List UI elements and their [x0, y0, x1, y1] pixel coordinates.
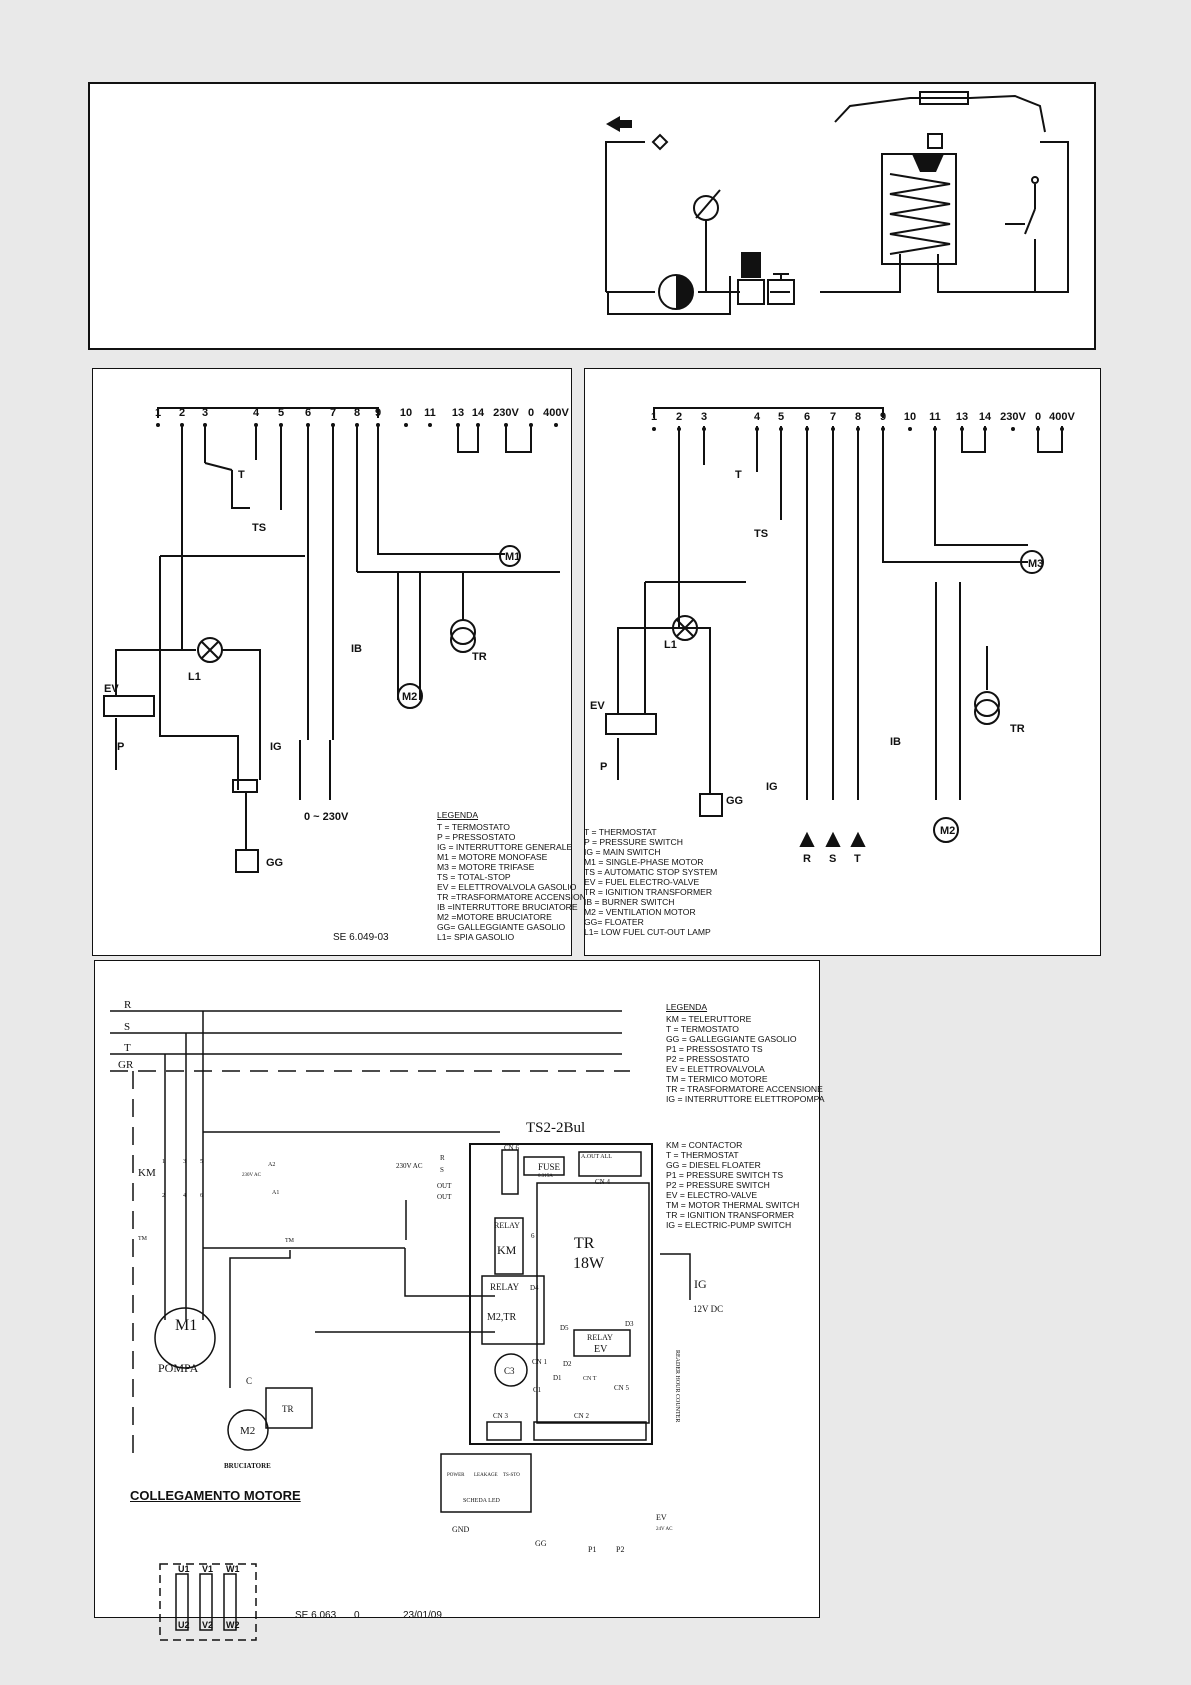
- hydraulic-schematic: [605, 91, 1069, 315]
- w2-label: W2: [226, 1620, 240, 1630]
- diagram-date: 23/01/09: [403, 1610, 442, 1621]
- legend-item: M3 = MOTORE TRIFASE: [437, 862, 535, 872]
- legend-item: IG = MAIN SWITCH: [584, 847, 661, 857]
- legend-item: M1 = SINGLE-PHASE MOTOR: [584, 857, 704, 867]
- diagram-code-bottom: SE 6.063: [295, 1610, 337, 1621]
- legend-item: TR = IGNITION TRANSFORMER: [584, 887, 713, 897]
- legend-title: LEGENDA: [666, 1002, 708, 1012]
- legend-item: EV = ELECTRO-VALVE: [666, 1190, 758, 1200]
- legend-item: L1= SPIA GASOLIO: [437, 932, 515, 942]
- legend-item: EV = ELETTROVALVOLA: [666, 1064, 765, 1074]
- legend-item: P1 = PRESSOSTATO TS: [666, 1044, 763, 1054]
- legend-item: TM = TERMICO MOTORE: [666, 1074, 768, 1084]
- legend-item: IG = ELECTRIC-PUMP SWITCH: [666, 1220, 792, 1230]
- legend-item: TR =TRASFORMATORE ACCENSIONE: [437, 892, 592, 902]
- legend-item: M2 =MOTORE BRUCIATORE: [437, 912, 552, 922]
- legend-item: P2 = PRESSOSTATO: [666, 1054, 750, 1064]
- legend-item: T = THERMOSTAT: [584, 827, 657, 837]
- legend-item: T = TERMOSTATO: [666, 1024, 739, 1034]
- legend-item: GG= FLOATER: [584, 917, 644, 927]
- diagram-code-left: SE 6.049-03: [333, 932, 389, 943]
- legend-item: T = THERMOSTAT: [666, 1150, 739, 1160]
- motor-connection-title: COLLEGAMENTO MOTORE: [130, 1488, 301, 1503]
- diagram-revision: 0: [354, 1610, 360, 1621]
- legend-item: GG= GALLEGGIANTE GASOLIO: [437, 922, 566, 932]
- v2-label: V2: [202, 1620, 213, 1630]
- u2-label: U2: [178, 1620, 190, 1630]
- legend-item: L1= LOW FUEL CUT-OUT LAMP: [584, 927, 711, 937]
- legend-item: IB = BURNER SWITCH: [584, 897, 675, 907]
- legend-item: TR = TRASFORMATORE ACCENSIONE: [666, 1084, 823, 1094]
- legend-item: EV = ELETTROVALVOLA GASOLIO: [437, 882, 577, 892]
- legend-item: GG = GALLEGGIANTE GASOLIO: [666, 1034, 797, 1044]
- legend-item: IG = INTERRUTTORE ELETTROPOMPA: [666, 1094, 825, 1104]
- legend-item: IB =INTERRUTTORE BRUCIATORE: [437, 902, 578, 912]
- legend-item: T = TERMOSTATO: [437, 822, 510, 832]
- legend-item: TS = TOTAL-STOP: [437, 872, 511, 882]
- legend-item: P = PRESSOSTATO: [437, 832, 516, 842]
- legend-item: P2 = PRESSURE SWITCH: [666, 1180, 770, 1190]
- legend-item: P = PRESSURE SWITCH: [584, 837, 683, 847]
- legend-item: KM = CONTACTOR: [666, 1140, 743, 1150]
- legend-title: LEGENDA: [437, 810, 479, 820]
- legend-item: IG = INTERRUTTORE GENERALE: [437, 842, 573, 852]
- legend-item: TM = MOTOR THERMAL SWITCH: [666, 1200, 800, 1210]
- hydraulic-diagram-panel: [88, 82, 1096, 350]
- legend-item: M2 = VENTILATION MOTOR: [584, 907, 696, 917]
- legend-item: KM = TELERUTTORE: [666, 1014, 752, 1024]
- legend-item: TR = IGNITION TRANSFORMER: [666, 1210, 795, 1220]
- legend-item: P1 = PRESSURE SWITCH TS: [666, 1170, 784, 1180]
- legend-item: M1 = MOTORE MONOFASE: [437, 852, 548, 862]
- legend-item: GG = DIESEL FLOATER: [666, 1160, 761, 1170]
- legend-item: TS = AUTOMATIC STOP SYSTEM: [584, 867, 718, 877]
- legend-item: EV = FUEL ELECTRO-VALVE: [584, 877, 700, 887]
